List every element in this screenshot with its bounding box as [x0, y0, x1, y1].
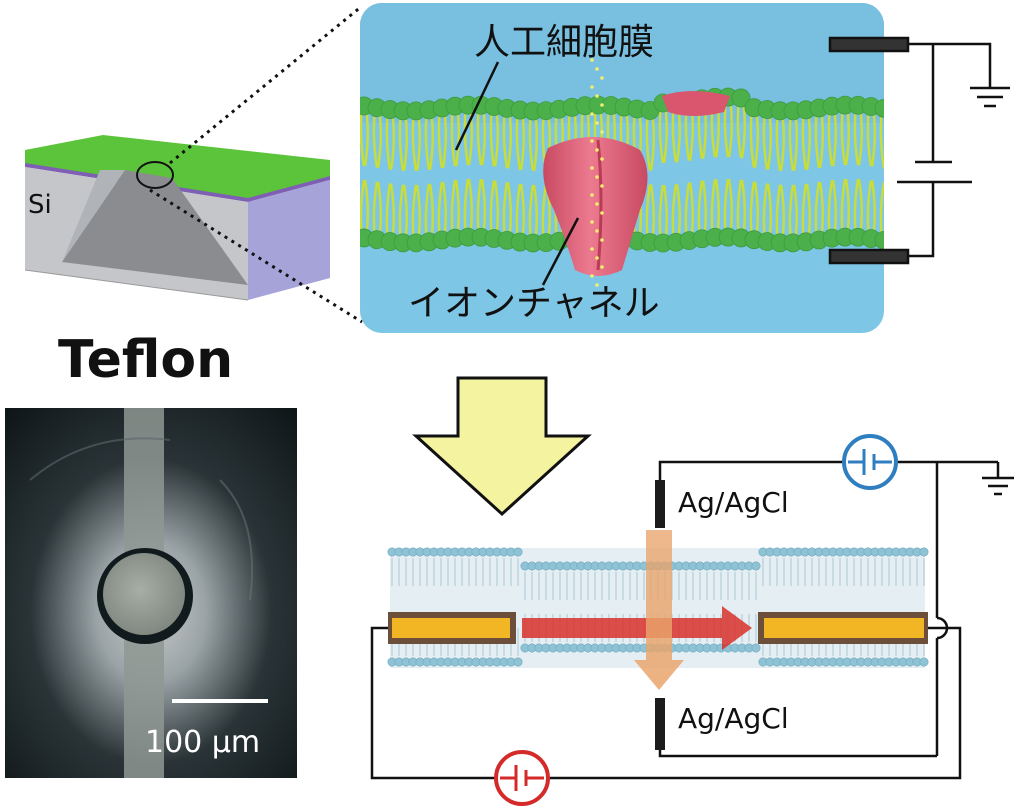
- electrode-label-top: Ag/AgCl: [678, 486, 789, 519]
- channel-label: イオンチャネル: [408, 283, 660, 324]
- bilayer-top-leaflet: [387, 547, 929, 600]
- teflon-title: Teflon: [58, 330, 233, 390]
- zoom-line-bottom: [149, 188, 363, 324]
- membrane-label: 人工細胞膜: [474, 22, 654, 63]
- lateral-device: Ag/AgCl Ag/AgCl: [370, 434, 1014, 806]
- ground-icon-top: [970, 86, 1010, 108]
- ion-channel-protein: [543, 136, 648, 276]
- zoom-line-top: [169, 4, 363, 165]
- electrode-label-bottom: Ag/AgCl: [678, 702, 789, 735]
- gold-electrode-left: [392, 618, 510, 638]
- scale-bar-label: 100 μm: [145, 725, 260, 760]
- ion-dots: [590, 58, 604, 287]
- teflon-micrograph: 100 μm: [5, 408, 297, 778]
- aperture: [103, 553, 185, 635]
- battery-icon-blue: [842, 434, 898, 490]
- channel-pointer: [541, 217, 580, 286]
- membrane-pointer: [454, 61, 500, 151]
- membrane-panel: 人工細胞膜 イオンチャネル: [360, 3, 884, 333]
- electrode-top: [655, 480, 665, 528]
- top-circuit: [828, 36, 1010, 265]
- vertical-current-arrow: [634, 530, 684, 690]
- lateral-current-arrow: [522, 606, 752, 650]
- electrode-bottom: [655, 698, 665, 750]
- gold-electrode-right: [764, 618, 924, 638]
- transition-arrow: [412, 376, 592, 517]
- silicon-chip: Si: [24, 135, 330, 301]
- zoom-circle: [136, 161, 174, 189]
- battery-icon-red: [494, 750, 550, 806]
- ground-icon-bottom: [982, 476, 1014, 496]
- small-channel: [662, 91, 730, 116]
- si-label: Si: [28, 190, 52, 220]
